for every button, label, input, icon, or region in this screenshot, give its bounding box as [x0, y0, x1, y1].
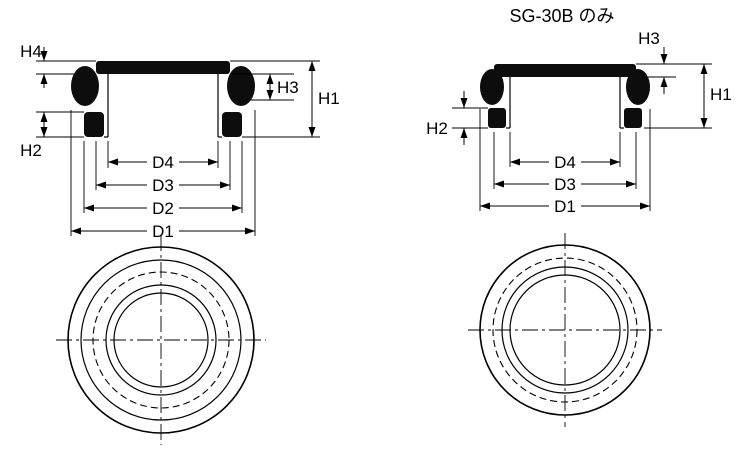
bore-circle: [501, 266, 629, 394]
outer-flange-circle: [67, 246, 255, 434]
dimension-h4: H4: [20, 42, 96, 88]
dimension-label-h3: H3: [277, 78, 299, 97]
dimension-d1: D1: [479, 109, 651, 216]
dimension-d1: D1: [70, 110, 256, 241]
dimension-h2: H2: [20, 111, 84, 160]
dimension-d4: D4: [509, 132, 621, 172]
dimension-label-h4: H4: [20, 42, 42, 61]
bore-circle: [105, 284, 217, 396]
label-backing: [549, 152, 581, 171]
dimension-d3: D3: [493, 132, 637, 194]
right-grommet-profile: [480, 64, 650, 129]
left-retaining-lip: [488, 108, 506, 128]
left-grommet-profile: [71, 61, 255, 138]
right-retaining-lip: [222, 112, 242, 137]
label-backing: [147, 198, 179, 217]
label-backing: [147, 175, 179, 194]
dimension-h3: H3: [636, 29, 712, 94]
right-front-view: [468, 233, 662, 427]
dimension-label-d1: D1: [554, 197, 576, 216]
dimension-label-h3: H3: [638, 29, 660, 48]
right-flange-bulge: [227, 66, 255, 106]
panel-hole-dashed-circle: [492, 257, 638, 403]
groove-circle: [80, 259, 242, 421]
dimension-label-d4: D4: [554, 153, 576, 172]
label-backing: [549, 196, 581, 215]
left-flange-bulge: [71, 66, 99, 106]
left-front-view: [56, 235, 266, 445]
inner-lip-circle: [509, 274, 621, 386]
dimension-label-d4: D4: [152, 153, 174, 172]
right-retaining-lip: [624, 108, 642, 128]
dimension-label-d2: D2: [152, 199, 174, 218]
left-flange-bulge: [480, 69, 504, 105]
label-backing: [147, 152, 179, 171]
dimension-d4: D4: [107, 141, 219, 172]
dimension-h3: H3: [232, 73, 299, 101]
label-backing: [147, 221, 179, 240]
dimension-label-d1: D1: [152, 222, 174, 241]
right-variant-title: SG-30B のみ: [509, 6, 614, 26]
dimension-d2: D2: [83, 141, 243, 218]
top-flange: [494, 64, 636, 77]
dimension-label-h1: H1: [710, 85, 732, 104]
top-flange: [96, 61, 230, 74]
dimension-label-d3: D3: [152, 176, 174, 195]
dimension-h1: H1: [644, 64, 732, 129]
dimension-label-h1: H1: [318, 89, 340, 108]
dimension-h2: H2: [426, 91, 488, 145]
dimension-d3: D3: [95, 141, 231, 195]
inner-lip-circle: [113, 292, 209, 388]
label-backing: [549, 174, 581, 193]
dimension-label-d3: D3: [554, 175, 576, 194]
right-flange-bulge: [626, 69, 650, 105]
right-cross-section-view: H3 H1 H2 D4 D3: [426, 29, 732, 216]
dimension-label-h2: H2: [20, 141, 42, 160]
dimension-label-h2: H2: [426, 119, 448, 138]
left-retaining-lip: [84, 112, 104, 137]
left-cross-section-view: H4 H2 H3 H1 D4: [20, 42, 340, 241]
outer-flange-circle: [479, 244, 651, 416]
panel-hole-dashed-circle: [92, 271, 230, 409]
